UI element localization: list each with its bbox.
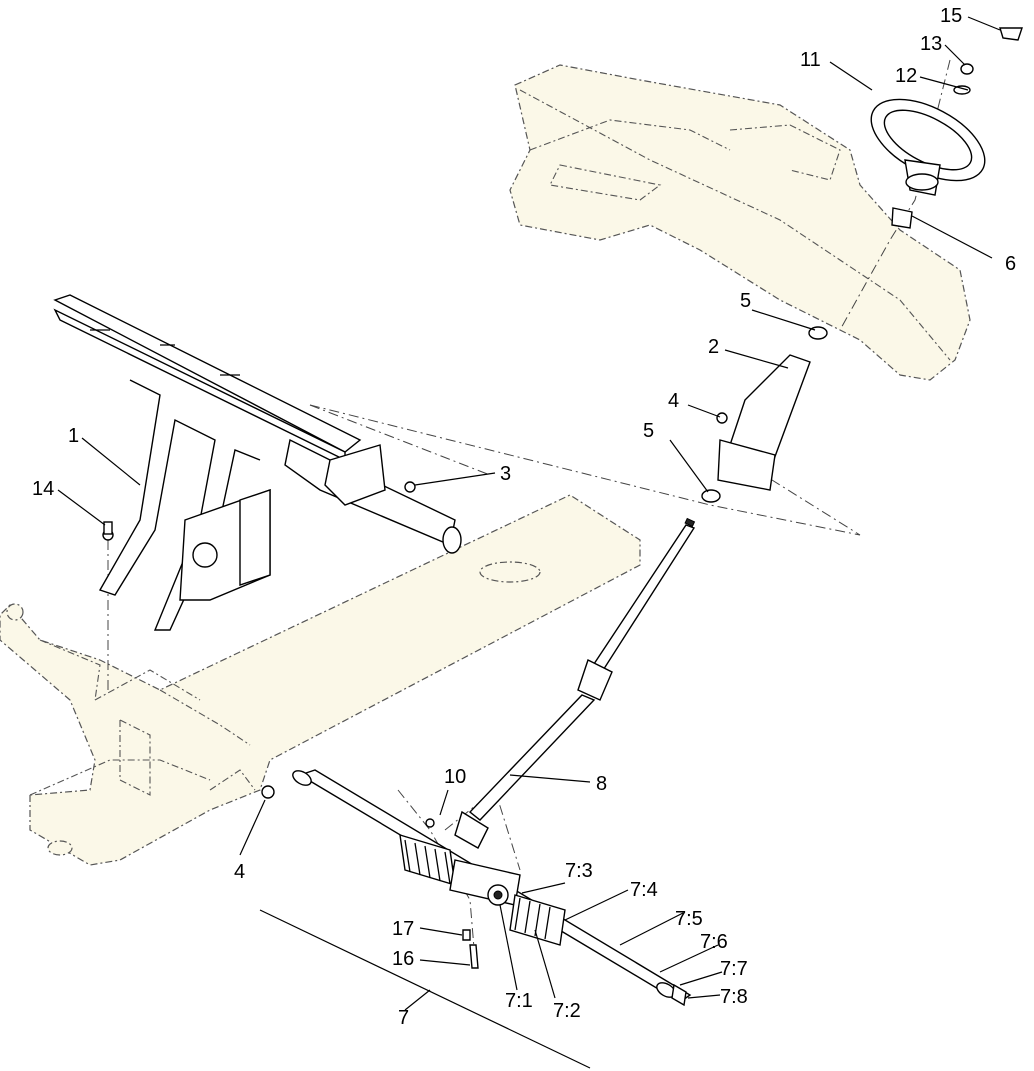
steering-wheel-part — [870, 27, 1023, 229]
callout-6: 6 — [1005, 253, 1016, 275]
callout-11: 11 — [800, 49, 821, 71]
callout-13: 13 — [920, 33, 942, 55]
callout-7-2: 7:2 — [553, 1000, 581, 1022]
ghost-chassis-frame — [0, 494, 641, 866]
rack-and-pinion-part — [261, 769, 692, 1007]
support-bracket-part — [53, 294, 462, 631]
callout-16: 16 — [392, 948, 414, 970]
ghost-dash-panel — [509, 64, 971, 381]
callout-8: 8 — [596, 773, 607, 795]
callout-5-lower: 5 — [643, 420, 654, 442]
callout-7-4: 7:4 — [630, 879, 658, 901]
callout-labels: 1 14 3 4 4 5 5 2 6 11 12 13 15 8 10 7:3 … — [32, 5, 1016, 1029]
steering-column-part — [701, 326, 828, 503]
callout-10: 10 — [444, 766, 466, 788]
callout-17: 17 — [392, 918, 414, 940]
callout-15: 15 — [940, 5, 962, 27]
callout-3: 3 — [500, 463, 511, 485]
callout-leaders — [57, 16, 1001, 1069]
callout-7: 7 — [398, 1007, 409, 1029]
callout-5-upper: 5 — [740, 290, 751, 312]
callout-7-8: 7:8 — [720, 986, 748, 1008]
callout-14: 14 — [32, 478, 54, 500]
callout-7-5: 7:5 — [675, 908, 703, 930]
callout-7-3: 7:3 — [565, 860, 593, 882]
callout-1: 1 — [68, 425, 79, 447]
callout-4-lower: 4 — [234, 861, 245, 883]
steering-shaft-part — [454, 517, 696, 849]
callout-2: 2 — [708, 336, 719, 358]
callout-7-1: 7:1 — [505, 990, 533, 1012]
callout-12: 12 — [895, 65, 917, 87]
callout-7-6: 7:6 — [700, 931, 728, 953]
callout-7-7: 7:7 — [720, 958, 748, 980]
callout-4-upper: 4 — [668, 390, 679, 412]
